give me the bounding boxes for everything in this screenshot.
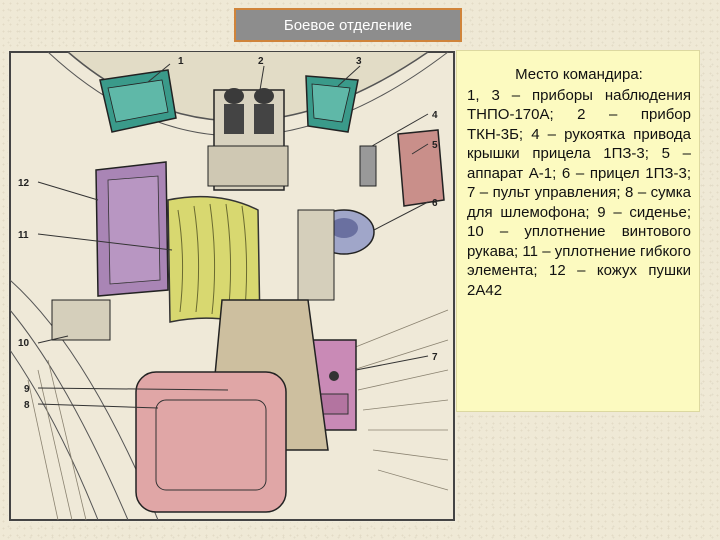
callout-11: 11 [18,230,29,241]
periscope-right [305,75,359,133]
callout-1: 1 [178,56,184,67]
callout-10: 10 [18,338,30,349]
callout-3: 3 [356,56,362,67]
tkn-3b-device [207,88,289,191]
sight-cover-handle [359,145,377,187]
turret-interior-illustration: 1 2 3 4 5 6 7 8 9 10 11 12 [8,50,456,522]
panel-heading: Место командира: [515,66,643,83]
slide-title: Боевое отделение [234,8,462,42]
description-panel: Место командира: 1, 3 – приборы наблюден… [456,50,700,412]
callout-6: 6 [432,198,438,209]
helmet-bag [135,371,287,513]
screw-sleeve-seal [51,299,111,341]
callout-2: 2 [258,56,264,67]
a1-unit [397,129,445,207]
callout-4: 4 [432,110,438,121]
periscope-left [99,69,177,133]
sight-1pz3 [297,209,375,301]
callout-8: 8 [24,400,30,411]
callout-7: 7 [432,352,438,363]
callout-5: 5 [432,140,438,151]
callout-12: 12 [18,178,30,189]
gun-shroud [95,161,169,297]
callout-9: 9 [24,384,30,395]
panel-description: 1, 3 – приборы наблюдения ТНПО-170А; 2 –… [467,86,691,299]
